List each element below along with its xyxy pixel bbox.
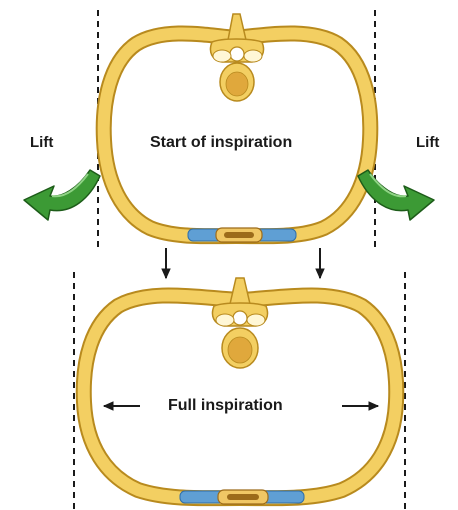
lift-label-right: Lift [416, 134, 439, 151]
caption-start-of-inspiration: Start of inspiration [150, 134, 292, 152]
vertebra-start [210, 14, 263, 101]
caption-full-inspiration: Full inspiration [168, 397, 283, 415]
costal-cartilage-full [180, 490, 304, 504]
curved-lift-arrow-left-icon [24, 170, 100, 220]
costal-cartilage-start [188, 228, 296, 242]
lift-label-left: Lift [30, 134, 53, 151]
curved-lift-arrow-right-icon [358, 170, 434, 220]
